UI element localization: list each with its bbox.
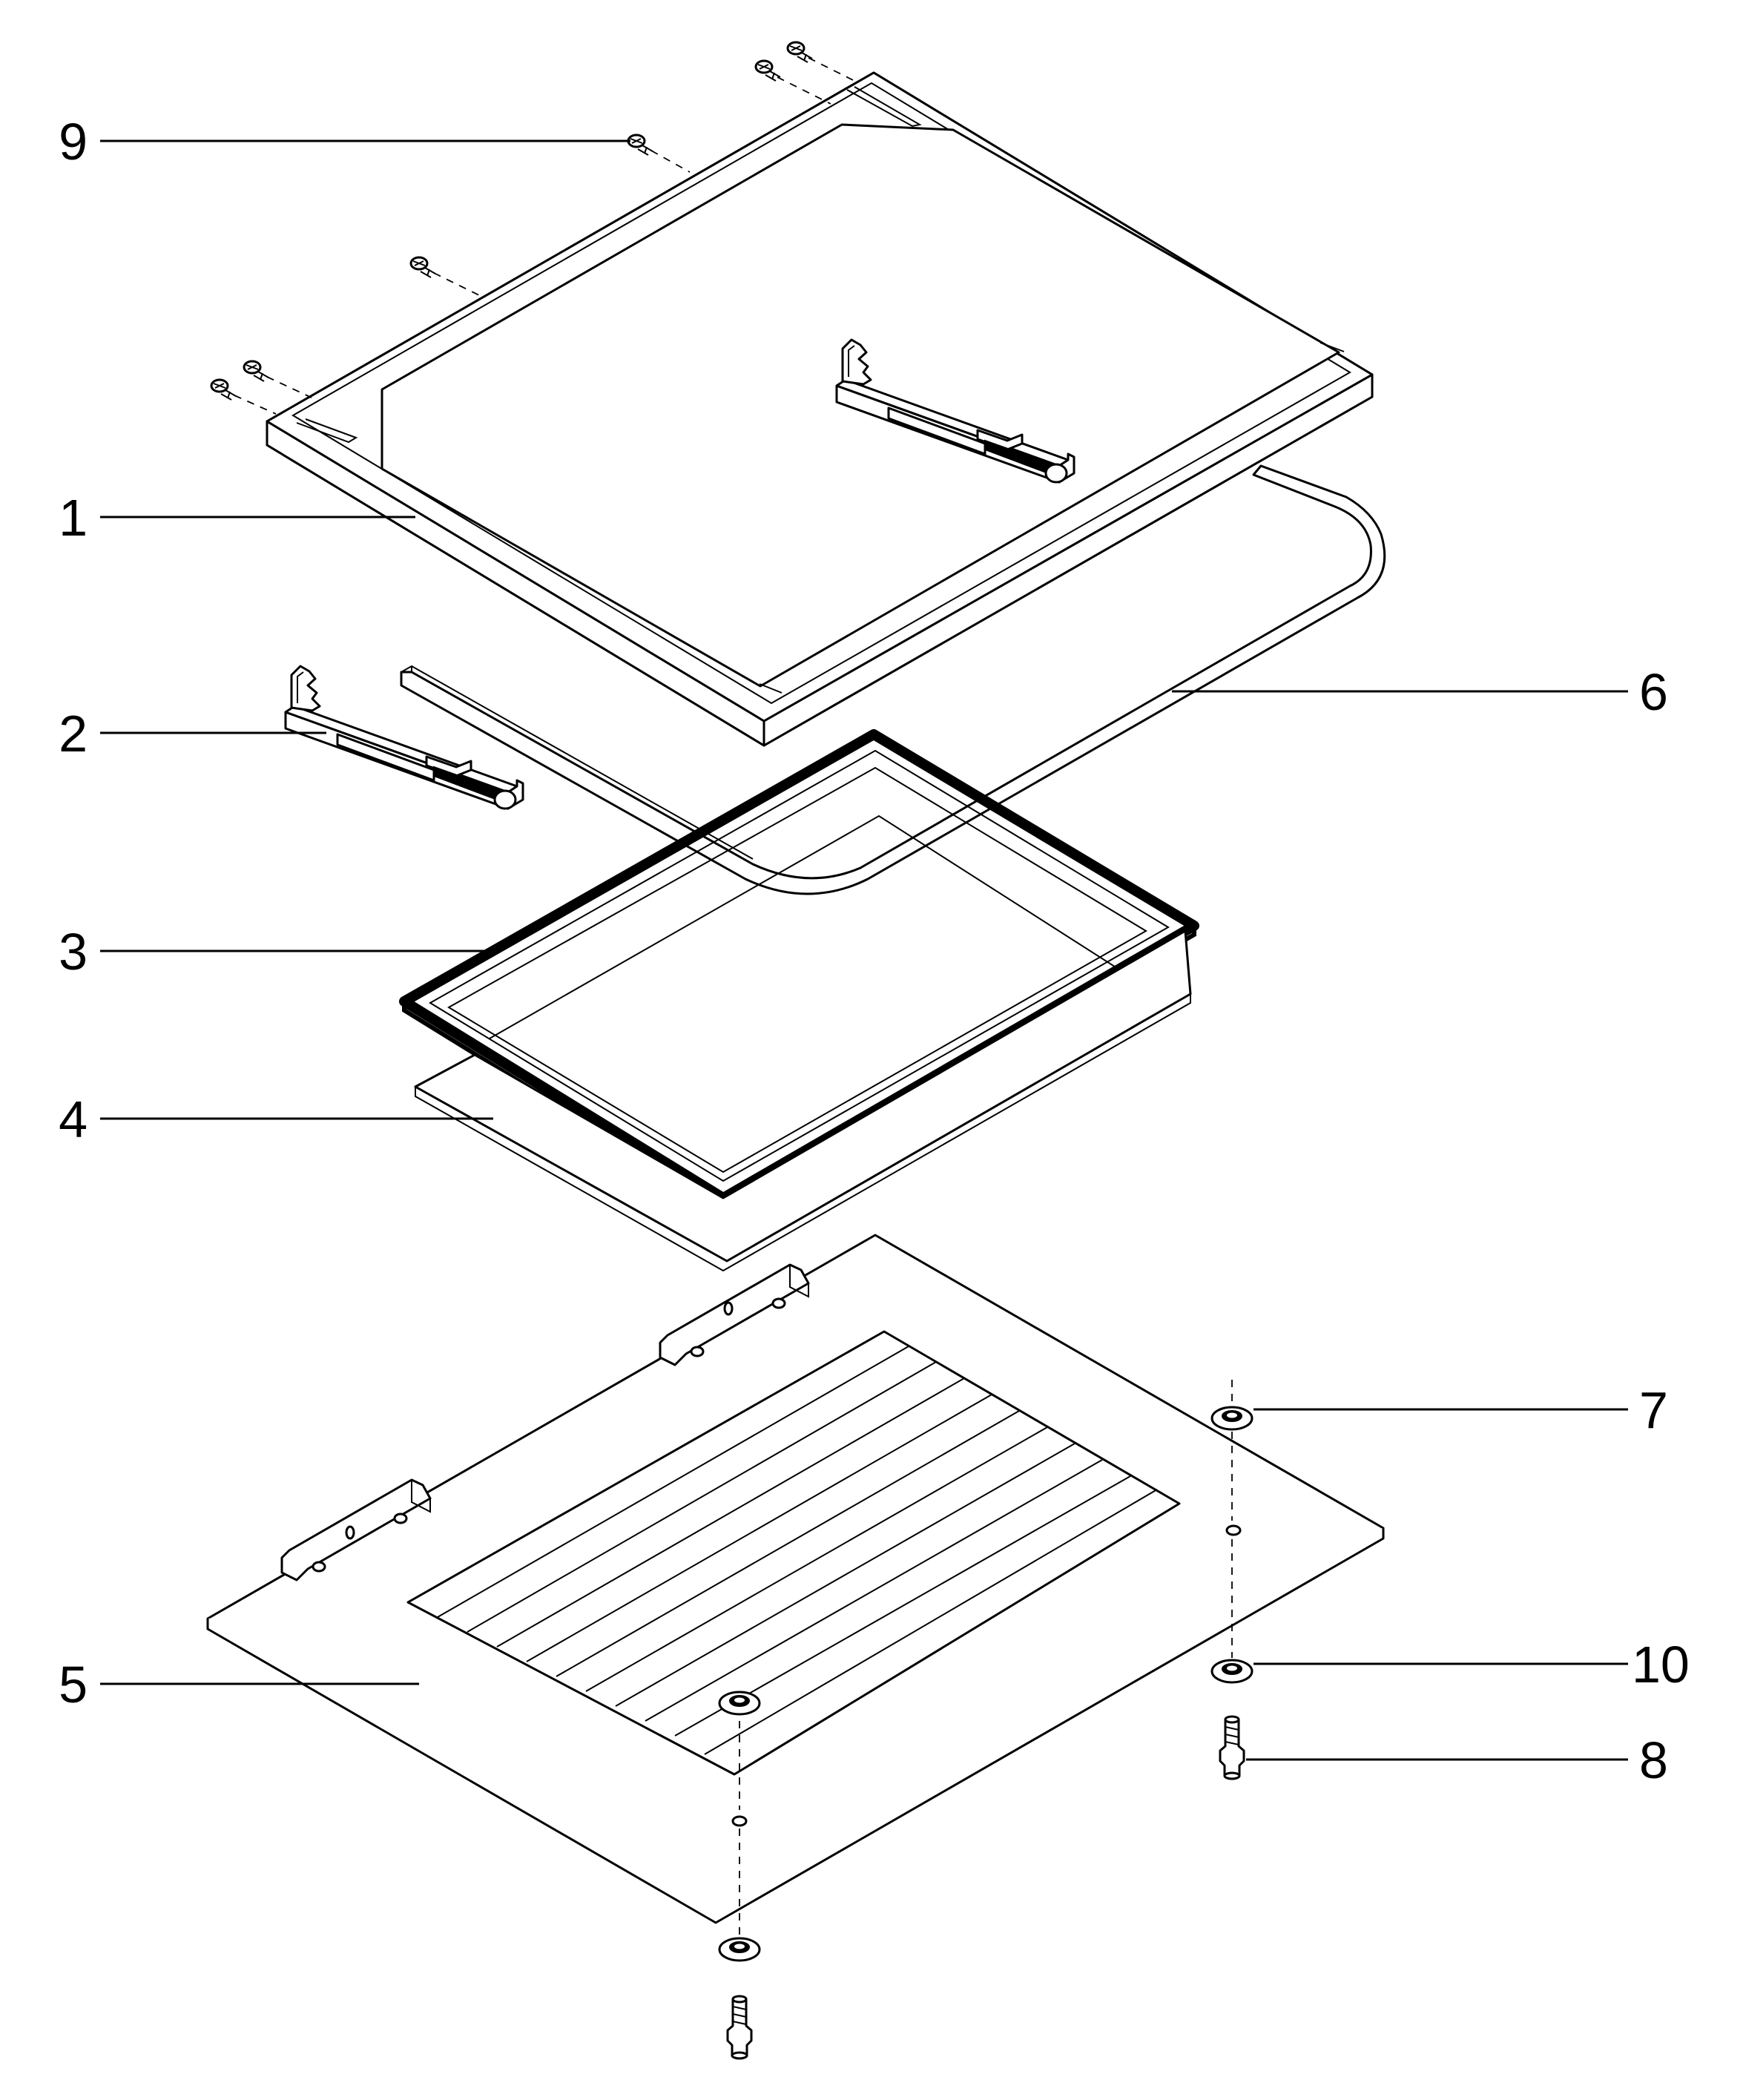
callout-2: 2 (59, 705, 88, 763)
base-plate (206, 1234, 1385, 1924)
glass-pane (414, 929, 1192, 1272)
screws (210, 41, 854, 415)
callout-7: 7 (1639, 1381, 1668, 1439)
callout-3: 3 (59, 923, 88, 981)
callout-9: 9 (59, 113, 88, 171)
handle-rod (400, 464, 1386, 895)
leader-lines (100, 139, 1628, 1761)
callout-5: 5 (59, 1656, 88, 1714)
callout-6: 6 (1639, 663, 1668, 721)
callout-4: 4 (59, 1090, 88, 1148)
callout-1: 1 (59, 489, 88, 547)
callout-labels: 9 1 2 3 4 5 6 7 10 8 (59, 113, 1690, 1789)
callout-8: 8 (1639, 1731, 1668, 1789)
callout-10: 10 (1632, 1636, 1690, 1694)
fasteners (718, 1380, 1254, 2060)
top-frame (266, 71, 1374, 747)
